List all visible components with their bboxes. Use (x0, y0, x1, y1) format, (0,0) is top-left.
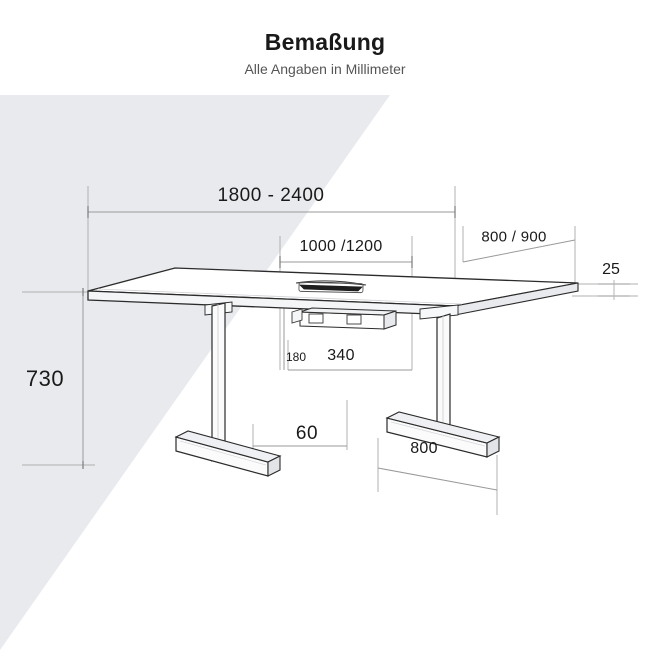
dimension-label-leg-column-width: 60 (295, 423, 319, 444)
dimension-ticks (82, 206, 456, 469)
dimline-depth (462, 239, 576, 263)
cable-tray (291, 307, 397, 330)
dimension-lines (82, 211, 630, 491)
left-leg (174, 302, 282, 477)
dimension-label-leg-inner-span: 1000 /1200 (299, 238, 383, 255)
dimension-label-cable-tray-offset: 180 (285, 350, 307, 364)
dimension-label-leg-foot-depth: 800 (410, 440, 438, 457)
dimension-label-cable-tray-width: 340 (327, 347, 355, 364)
dimension-label-tabletop-thickness: 25 (602, 261, 620, 278)
table-top (87, 267, 579, 316)
dimension-label-table-depth: 800 / 900 (481, 228, 547, 246)
page-subtitle: Alle Angaben in Millimeter (244, 61, 406, 77)
page-title: Bemaßung (264, 29, 386, 55)
dimline-foot-depth (377, 467, 498, 491)
right-leg (385, 313, 501, 458)
dimension-label-table-width: 1800 - 2400 (217, 185, 325, 206)
dimension-label-table-height: 730 (25, 366, 65, 391)
title-block: Bemaßung Alle Angaben in Millimeter (0, 28, 650, 79)
cable-port (295, 280, 367, 294)
